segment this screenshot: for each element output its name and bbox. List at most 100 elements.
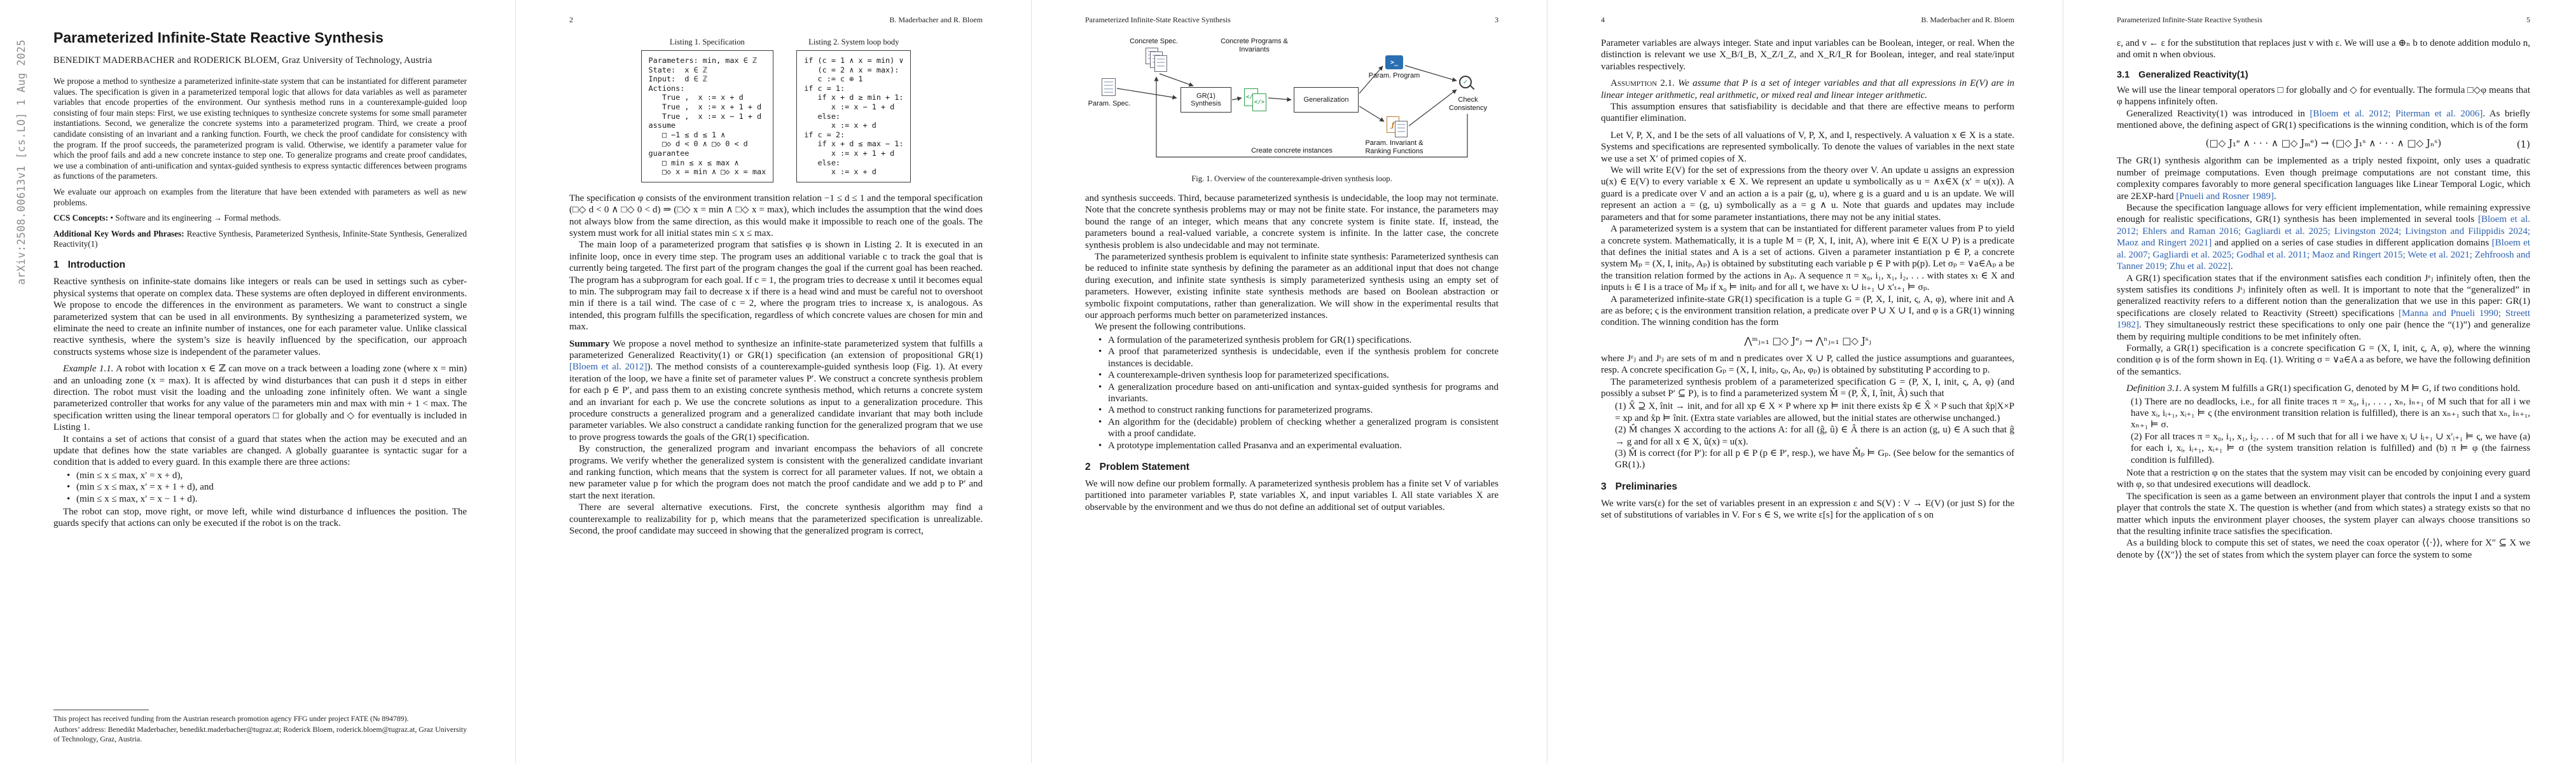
assumption-text: We assume that P is a set of integer var… (1601, 78, 2014, 100)
action-list: (min ≤ x ≤ max, x′ = x + d), (min ≤ x ≤ … (53, 470, 467, 505)
page-number: 3 (1495, 15, 1499, 24)
running-head: 4 B. Maderbacher and R. Bloem (1601, 0, 2014, 25)
definition-text: A system M fulfills a GR(1) specificatio… (2184, 383, 2521, 394)
robot-paragraph: The robot can stop, move right, or move … (53, 507, 467, 529)
example-1-1: Example 1.1. A robot with location x ∈ ℤ… (53, 363, 467, 433)
footnote-address: Authors’ address: Benedikt Maderbacher, … (53, 725, 467, 743)
action-item: (min ≤ x ≤ max, x′ = x + d), (53, 470, 467, 482)
tools-paragraph: Because the specification language allow… (2117, 203, 2530, 272)
keywords: Additional Key Words and Phrases: Reacti… (53, 229, 467, 250)
definition-condition-item: (2) For all traces π = x₀, i₁, x₁, i₂, .… (2131, 431, 2530, 465)
page-3: Parameterized Infinite-State Reactive Sy… (1031, 0, 1547, 763)
page-number: 4 (1601, 15, 1605, 24)
valuations-paragraph: Let V, P, X, and I be the sets of all va… (1601, 130, 2014, 164)
section-2-number: 2 (1085, 461, 1091, 472)
page-5-content: Parameterized Infinite-State Reactive Sy… (2117, 0, 2530, 561)
contribution-item: A counterexample-driven synthesis loop f… (1085, 369, 1499, 382)
coax-paragraph: As a building block to compute this set … (2117, 538, 2530, 560)
running-authors: B. Maderbacher and R. Bloem (1921, 15, 2014, 24)
summary-text: We propose a novel method to synthesize … (569, 338, 983, 443)
assumption-note-paragraph: This assumption ensures that satisfiabil… (1601, 102, 2014, 124)
figure-label-concrete-programs: Concrete Programs & Invariants (1221, 38, 1288, 53)
mainloop-paragraph: The main loop of a parameterized program… (569, 240, 983, 333)
example-text: A robot with location x ∈ ℤ can move on … (53, 364, 467, 433)
listing-2-caption: Listing 2. System loop body (808, 38, 899, 46)
param-system-paragraph: A parameterized system is a system that … (1601, 224, 2014, 293)
citation-link[interactable]: [Bloem et al. 2012; Ehlers and Raman 201… (2117, 214, 2530, 249)
running-title: Parameterized Infinite-State Reactive Sy… (2117, 15, 2262, 24)
citation-link[interactable]: [Bloem et al. 2007; Gagliardi et al. 202… (2117, 238, 2530, 272)
code-file-icon: </> (1252, 93, 1266, 111)
page-5: Parameterized Infinite-State Reactive Sy… (2063, 0, 2576, 763)
ccs-label: CCS Concepts: (53, 213, 109, 223)
construction-paragraph: By construction, the generalized program… (569, 444, 983, 501)
assumption-label: Assumption 2.1. (1610, 78, 1675, 89)
section-3-title: Preliminaries (1615, 481, 1677, 492)
gr1-equation: (□◇ J₁ᵉ ∧ · · · ∧ □◇ Jₘᵉ) → (□◇ J₁ˢ ∧ · … (2117, 137, 2530, 150)
citation-link[interactable]: [Bloem et al. 2012] (569, 362, 647, 373)
contributions-intro: We present the following contributions. (1095, 322, 1246, 333)
document-icon (1154, 55, 1167, 72)
listing-1-caption: Listing 1. Specification (669, 38, 745, 46)
summary-paragraph: Summary We propose a novel method to syn… (569, 338, 983, 444)
contribution-item: A generalization procedure based on anti… (1085, 382, 1499, 405)
gr1-synthesis-box: GR(1) Synthesis (1181, 87, 1231, 113)
summary-label: Summary (569, 338, 610, 349)
citation-link[interactable]: [Manna and Pnueli 1990; Streett 1982] (2117, 308, 2530, 331)
condition-item: (3) M̂ is correct (for P′): for all p ∈ … (1615, 448, 2014, 471)
continuation-paragraph: ε, and v ← ε for the substitution that r… (2117, 38, 2530, 60)
section-1-title: Introduction (67, 259, 126, 271)
keywords-text: Reactive Synthesis, Parameterized Synthe… (53, 228, 467, 249)
ccs-concepts: CCS Concepts: • Software and its enginee… (53, 213, 467, 223)
where-paragraph: where Jᵉⱼ and Jˢⱼ are sets of m and n pr… (1601, 353, 2014, 376)
figure-label-check-consistency: Check Consistency (1449, 96, 1487, 112)
page-number: 2 (569, 15, 573, 24)
spec-paragraph: The specification φ consists of the envi… (569, 193, 983, 238)
contribution-item: A formulation of the parameterized synth… (1085, 334, 1499, 347)
example-label: Example 1.1. (63, 364, 114, 375)
figure-1-diagram: Concrete Spec. Param. Spec. GR(1) Synthe… (1085, 38, 1499, 168)
section-2-title: Problem Statement (1099, 461, 1189, 472)
page-2: 2 B. Maderbacher and R. Bloem Listing 1.… (515, 0, 1031, 763)
listings-row: Listing 1. Specification Parameters: min… (569, 38, 983, 182)
assumption-2-1: Assumption 2.1. We assume that P is a se… (1601, 78, 2014, 101)
figure-1: Concrete Spec. Param. Spec. GR(1) Synthe… (1085, 38, 1499, 184)
citation-link[interactable]: [Bloem et al. 2012; Piterman et al. 2006… (2309, 108, 2483, 119)
footnote-block: This project has received funding from t… (53, 709, 467, 745)
running-title: Parameterized Infinite-State Reactive Sy… (1085, 15, 1231, 24)
winning-condition-equation: ⋀ᵐⱼ₌₁ □◇ Jᵉⱼ → ⋀ⁿⱼ₌₁ □◇ Jˢⱼ (1601, 334, 2014, 347)
contribution-item: A prototype implementation called Prasan… (1085, 440, 1499, 452)
introduced-paragraph: Generalized Reactivity(1) was introduced… (2117, 108, 2530, 131)
equivalence-paragraph: The parameterized synthesis problem is e… (1085, 252, 1499, 321)
section-2-heading: 2 Problem Statement (1085, 462, 1499, 473)
definition-label: Definition 3.1. (2126, 383, 2182, 394)
figure-label-param-spec: Param. Spec. (1088, 100, 1131, 107)
running-head: Parameterized Infinite-State Reactive Sy… (2117, 0, 2530, 25)
continuation-paragraph: and synthesis succeeds. Third, because p… (1085, 193, 1499, 251)
abstract-paragraph-2: We evaluate our approach on examples fro… (53, 186, 467, 207)
citation-link[interactable]: [Pnueli and Rosner 1989] (2176, 191, 2275, 202)
problem-paragraph: We will now define our problem formally.… (1085, 478, 1499, 512)
terminal-icon: >_ (1385, 55, 1403, 69)
definition-3-1: Definition 3.1. A system M fulfills a GR… (2117, 383, 2530, 394)
actions-paragraph: It contains a set of actions that consis… (53, 434, 467, 468)
magnifier-lens: ✓ (1459, 76, 1472, 88)
expressions-paragraph: We will write E(V) for the set of expres… (1601, 165, 2014, 223)
generalization-box: Generalization (1294, 87, 1359, 113)
figure-arrows (1116, 65, 1468, 158)
ranking-doc-icon (1395, 121, 1408, 137)
running-head: 2 B. Maderbacher and R. Bloem (569, 0, 983, 25)
param-spec-document-icon (1102, 78, 1116, 96)
magnifier-check-icon: ✓ (1459, 76, 1477, 93)
figure-1-caption: Fig. 1. Overview of the counterexample-d… (1191, 174, 1392, 183)
synthesis-conditions-list: (1) X̂ ⊇ X, înit → init, and for all xp … (1601, 401, 2014, 471)
gr1-spec-paragraph: A parameterized infinite-state GR(1) spe… (1601, 294, 2014, 328)
paper-title: Parameterized Infinite-State Reactive Sy… (53, 29, 384, 46)
abstract-paragraph-1: We propose a method to synthesize a para… (53, 76, 467, 181)
section-3-1-title: Generalized Reactivity(1) (2138, 69, 2248, 80)
alternatives-paragraph: There are several alternative executions… (569, 502, 983, 537)
equation-body: ⋀ᵐⱼ₌₁ □◇ Jᵉⱼ → ⋀ⁿⱼ₌₁ □◇ Jˢⱼ (1744, 334, 1871, 347)
listing-2-code: if (c = 1 ∧ x = min) ∨ (c = 2 ∧ x = max)… (796, 50, 911, 182)
